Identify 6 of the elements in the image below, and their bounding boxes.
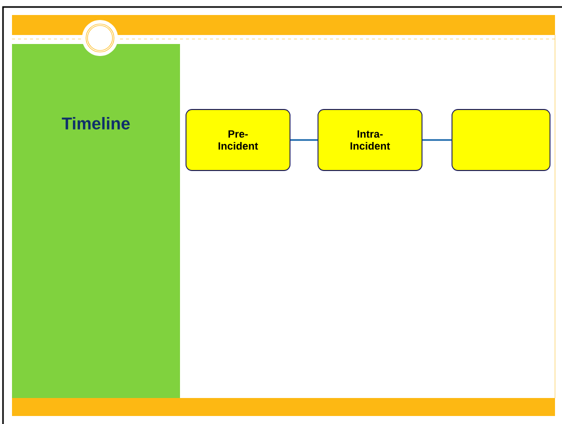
process-box (452, 109, 550, 171)
side-panel: Timeline (12, 44, 180, 398)
process-box: Pre-Incident (186, 109, 290, 171)
connector-line (290, 139, 318, 141)
process-box: Intra-Incident (318, 109, 422, 171)
connector-line (422, 139, 452, 141)
